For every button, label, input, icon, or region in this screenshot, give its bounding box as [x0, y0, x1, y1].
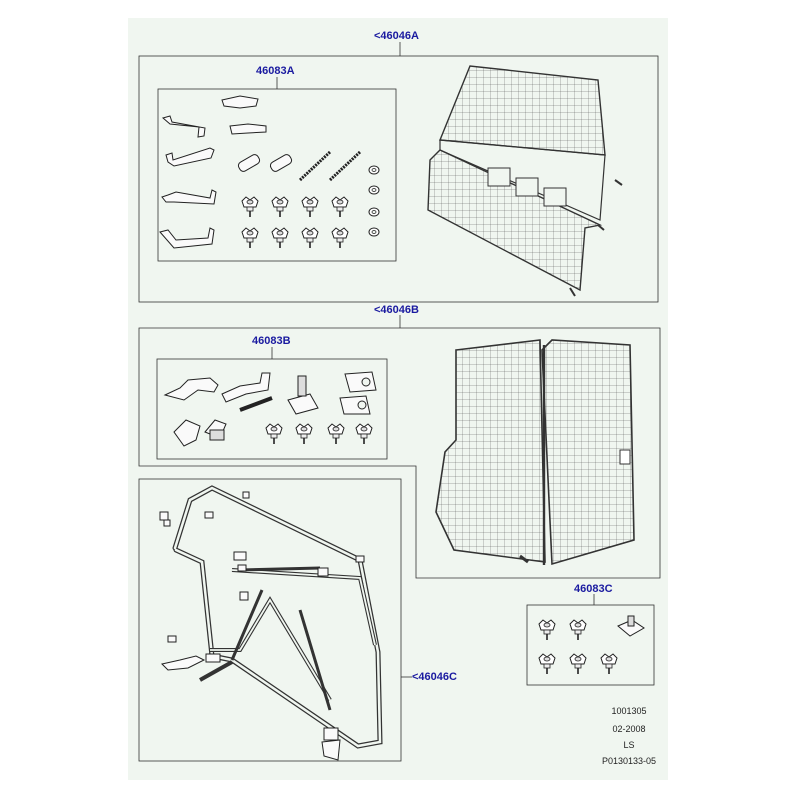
kit-a-washers [368, 165, 380, 237]
kit-c-knobs [538, 619, 618, 675]
callout-46046a: <46046A [374, 30, 419, 42]
callout-46083b: 46083B [252, 335, 291, 347]
kit-a-spacers [237, 150, 362, 182]
footer-model-code: LS [623, 740, 635, 750]
kit-a-brackets [159, 95, 267, 249]
callout-46046b: <46046B [374, 304, 419, 316]
kit-b-knobs [265, 423, 373, 445]
guard-a-mesh [427, 65, 623, 297]
guard-b-mesh [435, 339, 635, 566]
section-b-frame [138, 315, 661, 579]
kit-c-plate-nut [617, 615, 645, 637]
callout-46046c: <46046C [412, 671, 457, 683]
callout-46083c: 46083C [574, 583, 613, 595]
guard-c-tube-frame [172, 485, 383, 749]
footer-date: 02-2008 [612, 724, 646, 734]
callout-46083a: 46083A [256, 65, 295, 77]
section-a-frame [138, 42, 659, 303]
footer-drawing-number: 1001305 [611, 706, 647, 716]
footer-illustration-id: P0130133-05 [601, 756, 657, 766]
kit-c-frame [526, 594, 655, 686]
kit-a-knobs [241, 196, 349, 249]
guard-c-fittings [159, 491, 365, 761]
kit-b-parts [163, 371, 377, 447]
section-c-frame [138, 478, 412, 762]
